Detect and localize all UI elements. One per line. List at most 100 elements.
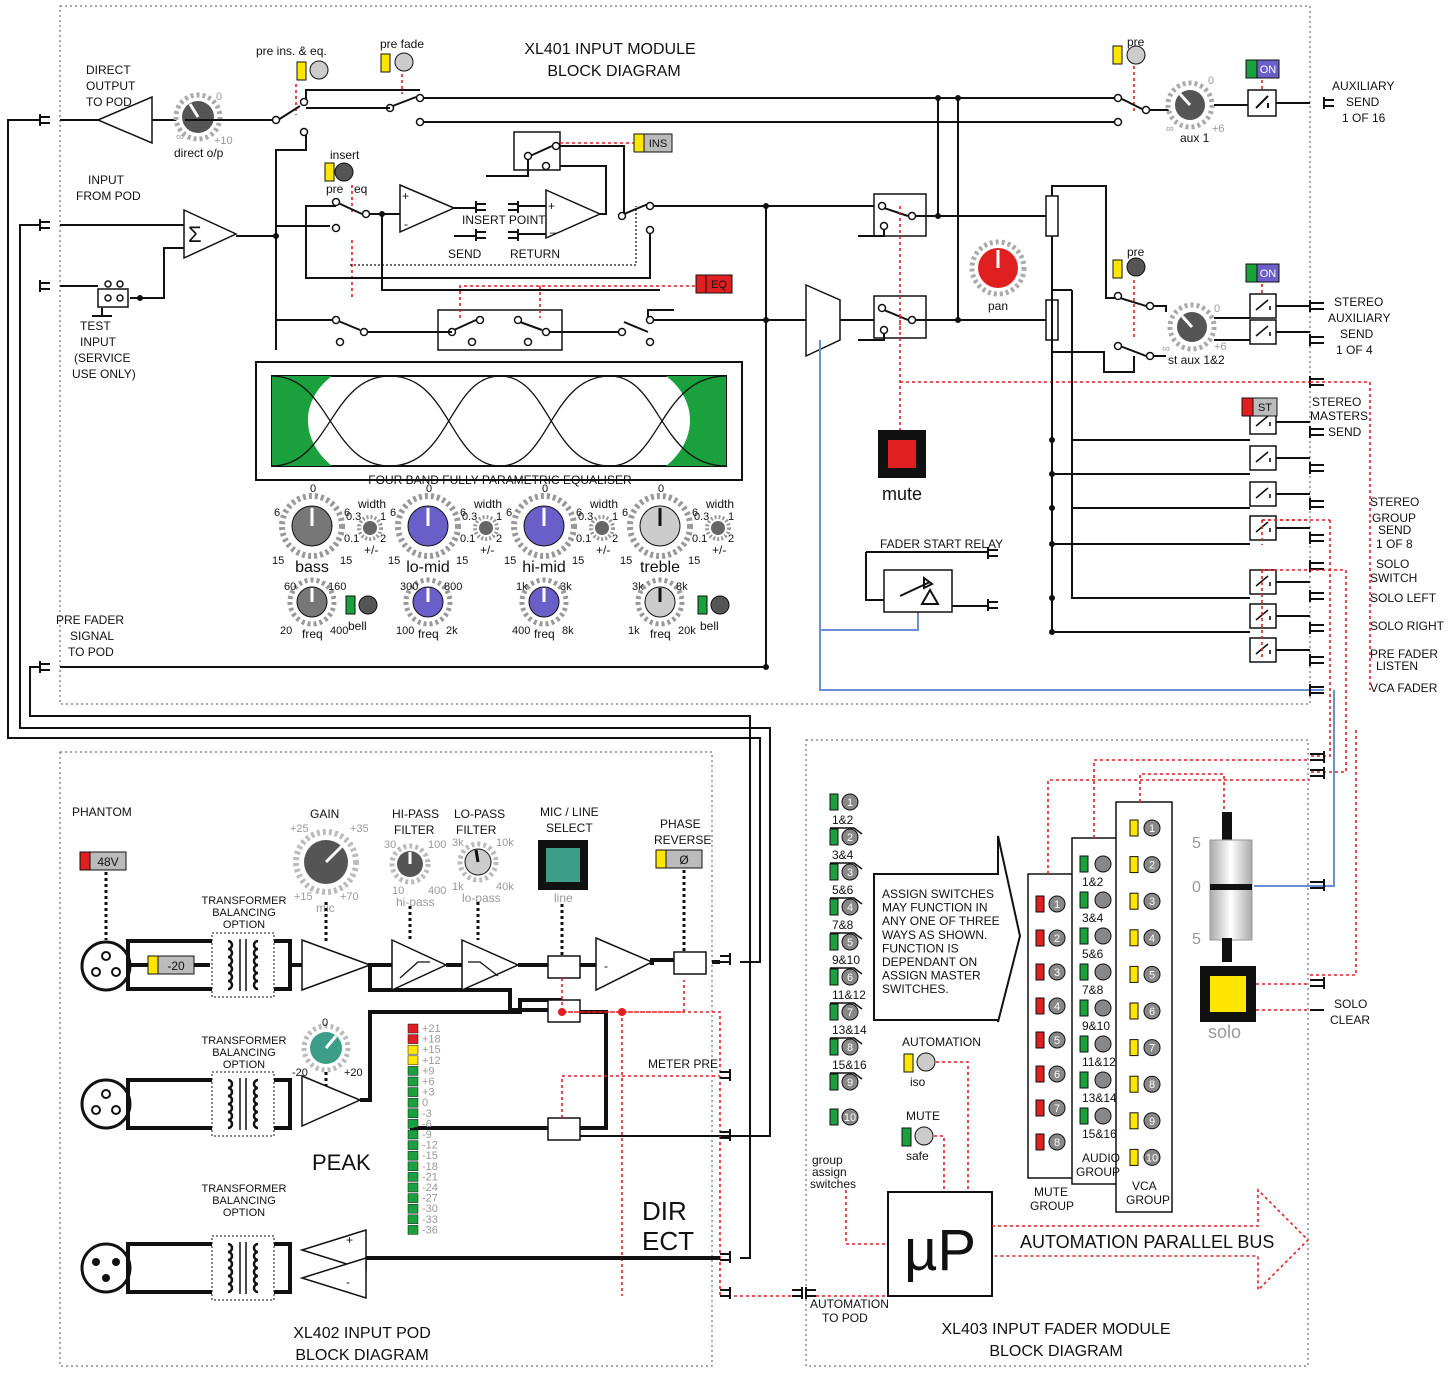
aux1-on-button[interactable]	[1256, 59, 1280, 79]
pan-knob[interactable]	[969, 239, 1027, 297]
eq-gain-knob-lo-mid[interactable]	[395, 493, 461, 559]
assign-button[interactable]	[841, 1073, 859, 1091]
lopass-knob[interactable]	[457, 841, 499, 883]
bell-label-treble: bell	[700, 619, 719, 633]
vca-group-button[interactable]	[1143, 1075, 1161, 1093]
phantom-label: PHANTOM	[72, 805, 132, 819]
eq-gain-knob-bass[interactable]	[279, 493, 345, 559]
audio-group-button[interactable]	[1094, 927, 1112, 945]
eq-freq-knob-treble[interactable]	[635, 577, 685, 627]
eq-button[interactable]	[705, 274, 733, 294]
mute-group-button[interactable]	[1048, 1099, 1066, 1117]
audio-group-button[interactable]	[1094, 891, 1112, 909]
vca-group-led	[1129, 1148, 1139, 1166]
phase-button[interactable]	[665, 849, 703, 869]
bell-led-bass	[345, 595, 356, 615]
eq-width-knob-treble[interactable]	[705, 515, 731, 541]
mute-group-button[interactable]	[1048, 997, 1066, 1015]
audio-group-button[interactable]	[1094, 999, 1112, 1017]
phantom-button[interactable]	[89, 851, 127, 871]
pre-ins-eq-led	[296, 61, 307, 81]
phase-led	[655, 849, 667, 869]
ins-button[interactable]	[643, 133, 673, 153]
assign-button[interactable]	[841, 1038, 859, 1056]
eq-w1: 1	[728, 511, 734, 523]
eq-width-knob-hi-mid[interactable]	[589, 515, 615, 541]
eq-freq-knob-lo-mid[interactable]	[403, 577, 453, 627]
assign-button[interactable]	[841, 863, 859, 881]
vca-group-number: 5	[1149, 969, 1155, 981]
audio-group-button[interactable]	[1094, 963, 1112, 981]
audio-group-button[interactable]	[1094, 855, 1112, 873]
eq-curve-low-fill	[272, 376, 332, 466]
assign-button[interactable]	[841, 1108, 859, 1126]
vca-group-button[interactable]	[1143, 1112, 1161, 1130]
eq-width-knob-lo-mid[interactable]	[473, 515, 499, 541]
eq-freq-knob-bass[interactable]	[287, 577, 337, 627]
solo-label: solo	[1208, 1022, 1241, 1042]
test-input-4: USE ONLY)	[72, 367, 136, 381]
audio-group-button[interactable]	[1094, 1071, 1112, 1089]
vca-group-button[interactable]	[1143, 856, 1161, 874]
eq-gain-knob-hi-mid[interactable]	[511, 493, 577, 559]
eq-gain-knob-treble[interactable]	[627, 493, 693, 559]
assign-button[interactable]	[841, 828, 859, 846]
vca-group-button[interactable]	[1143, 1148, 1161, 1166]
aux-pre-button[interactable]	[1126, 45, 1146, 65]
eq-g6r: 6	[692, 507, 698, 519]
mute-group-button[interactable]	[1048, 1065, 1066, 1083]
eq-curve-upper	[271, 375, 727, 467]
vca-group-button[interactable]	[1143, 1039, 1161, 1057]
bell-button-treble[interactable]	[710, 595, 730, 615]
vca-group-button[interactable]	[1143, 892, 1161, 910]
assign-button[interactable]	[841, 898, 859, 916]
staux-pre-button[interactable]	[1126, 257, 1146, 277]
mute-group-button[interactable]	[1048, 895, 1066, 913]
assign-button[interactable]	[841, 968, 859, 986]
iso-button[interactable]	[916, 1052, 936, 1072]
assign-button[interactable]	[841, 1003, 859, 1021]
xl403-title-2: BLOCK DIAGRAM	[989, 1343, 1122, 1360]
pfl-label-1: PRE FADER	[1370, 647, 1438, 661]
assign-button[interactable]	[841, 933, 859, 951]
microprocessor	[887, 1191, 993, 1297]
aux1-knob[interactable]	[1165, 80, 1215, 130]
bal-minus: -	[346, 1275, 350, 1289]
safe-button[interactable]	[914, 1126, 934, 1146]
hipass-knob[interactable]	[389, 843, 431, 885]
line-trim-knob[interactable]	[301, 1023, 351, 1073]
pre-fade-button[interactable]	[394, 52, 414, 72]
staux-on-button[interactable]	[1256, 263, 1280, 283]
st-aux-knob[interactable]	[1167, 302, 1217, 352]
meter-segment	[407, 1108, 419, 1119]
mute-group-button[interactable]	[1048, 929, 1066, 947]
mute-group-button[interactable]	[1048, 1031, 1066, 1049]
bell-button-bass[interactable]	[358, 595, 378, 615]
insert-return-amp	[545, 188, 602, 240]
assign-button[interactable]	[841, 793, 859, 811]
pre-ins-eq-button[interactable]	[309, 60, 329, 80]
eq-freq-knob-hi-mid[interactable]	[519, 577, 569, 627]
wire-prefader	[29, 666, 751, 1259]
st-button[interactable]	[1252, 397, 1278, 417]
vca-group-button[interactable]	[1143, 929, 1161, 947]
vca-group-button[interactable]	[1143, 1002, 1161, 1020]
eq-width-label: width	[357, 497, 386, 511]
eq-g6r: 6	[460, 507, 466, 519]
vca-group-button[interactable]	[1143, 965, 1161, 983]
meter-segment	[407, 1119, 419, 1129]
mute-group-button[interactable]	[1048, 1133, 1066, 1151]
meter-label: -18	[422, 1161, 438, 1173]
transformers: TRANSFORMERBALANCINGOPTIONTRANSFORMERBAL…	[126, 895, 292, 1301]
vca-group-button[interactable]	[1143, 819, 1161, 837]
gain-knob[interactable]	[293, 829, 359, 895]
audio-group-button[interactable]	[1094, 1035, 1112, 1053]
eq-w01: 0.1	[692, 533, 707, 545]
mute-group-number: 5	[1054, 1035, 1060, 1047]
eq-width-knob-bass[interactable]	[357, 515, 383, 541]
transformer-label-1: TRANSFORMER	[202, 895, 287, 907]
mute-group-button[interactable]	[1048, 963, 1066, 981]
audio-group-button[interactable]	[1094, 1107, 1112, 1125]
insert-button[interactable]	[334, 162, 354, 182]
direct-op-knob[interactable]	[173, 92, 223, 142]
